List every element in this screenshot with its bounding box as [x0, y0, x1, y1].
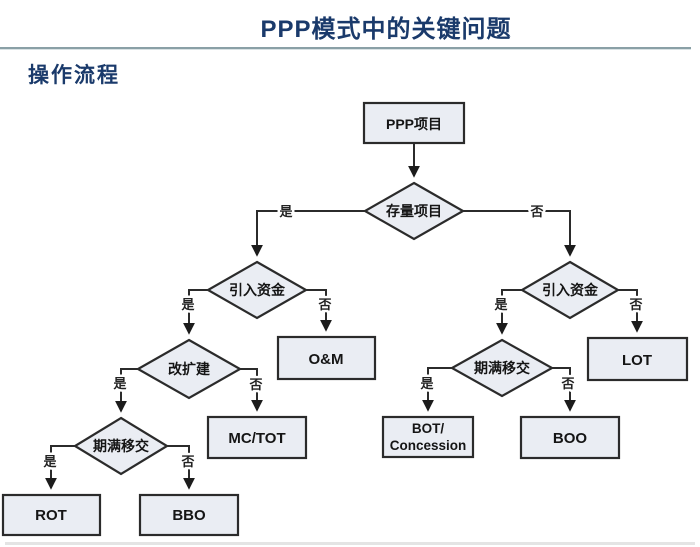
edge-inject-right-yes	[496, 289, 522, 335]
flowchart-edge-labels: 是 否 是 否 是 否 是 否 是 否 是 否	[40, 202, 645, 472]
node-boo-label: BOO	[553, 430, 588, 447]
edge-label-inject-right-yes: 是	[493, 297, 508, 312]
node-bbo-label: BBO	[172, 507, 206, 524]
edge-label-transfer-left-no: 否	[180, 454, 194, 469]
edge-label-transfer-right-yes: 是	[419, 376, 434, 391]
node-bot-concession-label-line2: Concession	[390, 438, 467, 453]
edge-rebuild-yes	[115, 368, 138, 413]
edge-inject-left-yes	[183, 289, 208, 335]
edge-stock-no	[463, 210, 576, 257]
node-inject-capital-right: 引入资金	[519, 260, 621, 320]
node-om-label: O&M	[309, 351, 344, 368]
node-ppp-project: PPP项目	[362, 101, 466, 145]
node-lot: LOT	[586, 336, 689, 382]
node-om: O&M	[276, 335, 377, 381]
edge-transfer-right-yes	[422, 367, 452, 412]
edge-stock-yes	[251, 210, 365, 257]
node-inject-capital-left-label: 引入资金	[229, 282, 286, 298]
edge-label-transfer-left-yes: 是	[42, 454, 57, 469]
node-ppp-project-label: PPP项目	[386, 116, 442, 132]
node-bbo: BBO	[138, 493, 240, 537]
page-title: PPP模式中的关键问题	[260, 16, 512, 43]
section-heading: 操作流程	[28, 64, 120, 87]
node-transfer-on-expiry-left: 期满移交	[72, 416, 170, 476]
edge-transfer-left-yes	[45, 445, 75, 490]
edge-inject-left-no	[306, 289, 332, 332]
node-rebuild-expand-label: 改扩建	[168, 361, 210, 377]
node-inject-capital-left: 引入资金	[205, 260, 309, 320]
edge-transfer-left-no	[167, 445, 195, 490]
node-transfer-on-expiry-left-label: 期满移交	[93, 438, 149, 454]
node-bot-concession: BOT/ Concession	[381, 415, 475, 459]
node-bot-concession-label-line1: BOT/	[412, 421, 444, 436]
node-transfer-on-expiry-right: 期满移交	[449, 338, 555, 398]
edge-label-stock-no: 否	[529, 204, 543, 219]
node-stock-project-label: 存量项目	[386, 203, 442, 219]
edge-rebuild-no	[240, 368, 263, 412]
node-stock-project: 存量项目	[362, 181, 466, 241]
edge-label-inject-left-no: 否	[317, 297, 331, 312]
node-mc-tot: MC/TOT	[206, 415, 308, 460]
flowchart-edges	[45, 143, 643, 490]
bottom-divider	[5, 542, 695, 545]
node-rot: ROT	[1, 493, 102, 537]
node-rebuild-expand: 改扩建	[135, 338, 243, 400]
edge-label-transfer-right-no: 否	[560, 376, 574, 391]
node-mc-tot-label: MC/TOT	[228, 430, 285, 447]
edge-label-inject-right-no: 否	[628, 297, 642, 312]
title-divider	[0, 47, 691, 50]
flowchart-nodes: PPP项目 存量项目 引入资金 引入资金 O&M 改扩建 MC/TOT	[1, 101, 689, 537]
edge-transfer-right-no	[552, 367, 576, 412]
node-rot-label: ROT	[35, 507, 67, 524]
edge-inject-right-no	[618, 289, 643, 333]
edge-label-rebuild-yes: 是	[112, 376, 127, 391]
node-inject-capital-right-label: 引入资金	[542, 282, 599, 298]
edge-label-inject-left-yes: 是	[180, 297, 195, 312]
edge-label-stock-yes: 是	[278, 204, 293, 219]
node-lot-label: LOT	[622, 352, 652, 369]
node-boo: BOO	[519, 415, 621, 460]
node-transfer-on-expiry-right-label: 期满移交	[474, 360, 530, 376]
edge-label-rebuild-no: 否	[248, 377, 262, 392]
